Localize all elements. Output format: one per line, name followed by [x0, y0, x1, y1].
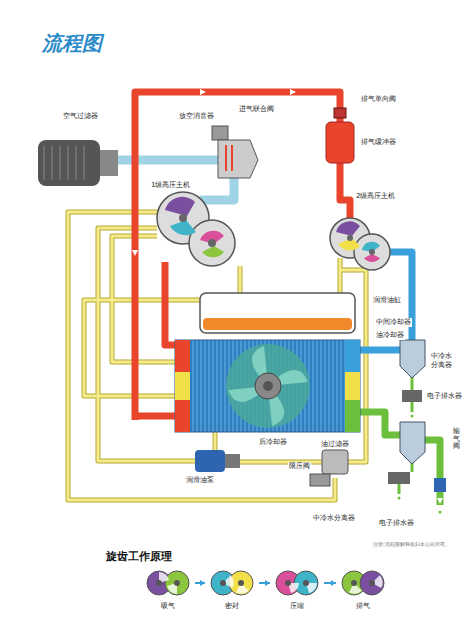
stage-caption: 排气	[338, 601, 388, 611]
rotor-icon	[272, 568, 322, 598]
part-label: 润滑油泵	[185, 476, 215, 485]
rotor-icon	[338, 568, 388, 598]
title: 流程图	[42, 30, 102, 57]
rotor-icon	[207, 568, 257, 598]
rotor-icon	[143, 568, 193, 598]
part-label: 2级高压主机	[355, 192, 396, 201]
stage-node: 密封	[207, 568, 257, 611]
part-label: 1级高压主机	[150, 181, 191, 190]
part-label: 润滑油缸	[372, 296, 402, 305]
part-label: 排气单向阀	[360, 95, 397, 104]
flow-arrow	[195, 580, 205, 586]
part-label: 放空消音器	[178, 112, 215, 121]
stage-caption: 压缩	[272, 601, 322, 611]
part-label: 中间冷却器	[375, 318, 412, 327]
part-label: 油冷却器	[375, 331, 405, 340]
part-label: 油过滤器	[320, 440, 350, 449]
part-label: 排气缓冲器	[360, 138, 397, 147]
flow-arrow	[324, 580, 336, 586]
stage-node: 压缩	[272, 568, 322, 611]
part-label: 进气联合阀	[238, 105, 275, 114]
stage-node: 排气	[338, 568, 388, 611]
note-text: 注明:流程图解释权归本公司所有。	[372, 541, 451, 547]
stage-caption: 密封	[207, 601, 257, 611]
part-label: 限压阀	[288, 462, 311, 471]
part-label: 中冷水分离器	[430, 352, 456, 370]
part-label: 输气阀	[452, 428, 461, 451]
flow-arrow	[259, 580, 270, 586]
part-label: 后冷却器	[258, 438, 288, 447]
stage-caption: 吸气	[143, 601, 193, 611]
part-label: 空气过滤器	[62, 112, 99, 121]
stage-node: 吸气	[143, 568, 193, 611]
part-label: 电子排水器	[378, 519, 415, 528]
section-heading: 旋齿工作原理	[105, 550, 173, 564]
part-label: 电子排水器	[426, 392, 463, 401]
part-label: 中冷水分离器	[312, 514, 356, 523]
